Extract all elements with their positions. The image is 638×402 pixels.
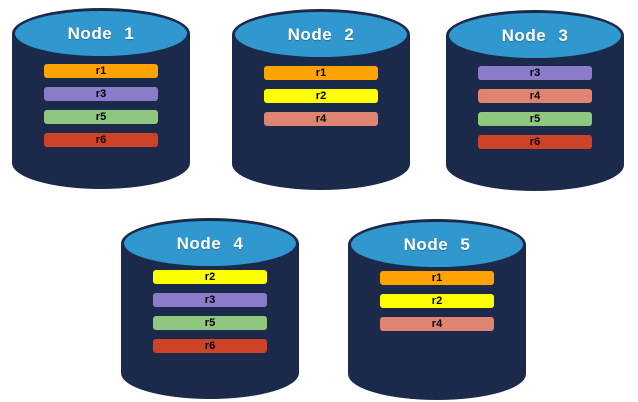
record-bar-r2: r2 — [264, 89, 378, 103]
cylinder-top: Node 5 — [348, 219, 526, 270]
record-list: r2 r3 r5 r6 — [121, 270, 299, 353]
node-label: Node 1 — [67, 23, 135, 43]
record-bar-r3: r3 — [153, 293, 267, 307]
cylinder-top: Node 2 — [232, 9, 410, 60]
record-bar-r5: r5 — [153, 316, 267, 330]
record-bar-r2: r2 — [153, 270, 267, 284]
record-bar-r6: r6 — [478, 135, 592, 149]
cylinder-top: Node 3 — [446, 10, 624, 61]
node-label: Node 5 — [403, 234, 471, 254]
record-bar-r1: r1 — [44, 64, 158, 78]
record-list: r3 r4 r5 r6 — [446, 66, 624, 149]
record-list: r1 r2 r4 — [348, 271, 526, 331]
record-bar-r3: r3 — [478, 66, 592, 80]
record-bar-r3: r3 — [44, 87, 158, 101]
cylinder-top: Node 1 — [12, 8, 190, 59]
record-bar-r5: r5 — [478, 112, 592, 126]
node-label: Node 3 — [501, 25, 569, 45]
node-label: Node 2 — [287, 24, 355, 44]
cylinder-top: Node 4 — [121, 218, 299, 269]
record-bar-r4: r4 — [264, 112, 378, 126]
record-bar-r5: r5 — [44, 110, 158, 124]
node-1-cylinder: Node 1 r1 r3 r5 r6 — [12, 8, 190, 189]
node-4-cylinder: Node 4 r2 r3 r5 r6 — [121, 218, 299, 399]
record-bar-r4: r4 — [478, 89, 592, 103]
record-bar-r4: r4 — [380, 317, 494, 331]
node-3-cylinder: Node 3 r3 r4 r5 r6 — [446, 10, 624, 191]
record-bar-r1: r1 — [380, 271, 494, 285]
node-2-cylinder: Node 2 r1 r2 r4 — [232, 9, 410, 190]
record-bar-r1: r1 — [264, 66, 378, 80]
record-list: r1 r3 r5 r6 — [12, 64, 190, 147]
record-bar-r2: r2 — [380, 294, 494, 308]
record-bar-r6: r6 — [44, 133, 158, 147]
node-5-cylinder: Node 5 r1 r2 r4 — [348, 219, 526, 400]
record-bar-r6: r6 — [153, 339, 267, 353]
record-list: r1 r2 r4 — [232, 66, 410, 126]
node-label: Node 4 — [176, 233, 244, 253]
